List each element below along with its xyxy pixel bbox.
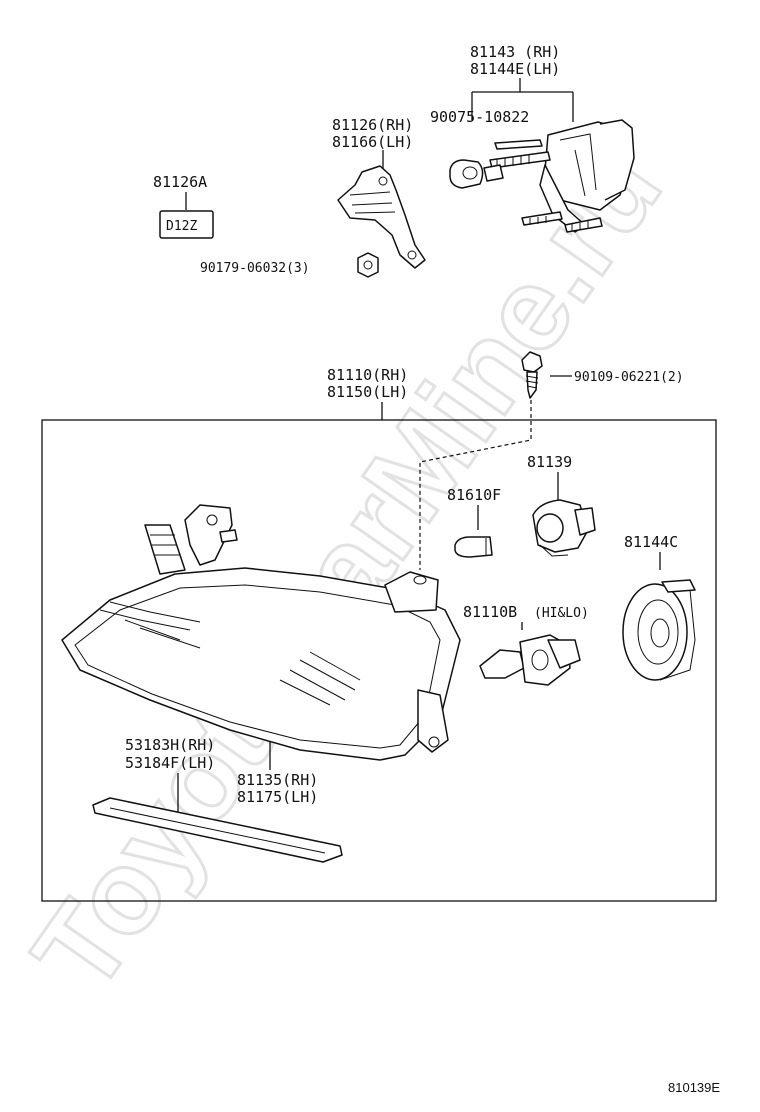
sticker xyxy=(159,210,214,239)
mount-screw: 90109-06221(2) xyxy=(419,351,684,570)
bracket-assembly: 81126(RH) 81166(LH) 90179-06032(3) xyxy=(200,116,426,278)
label-adjuster-screw: 90075-10822 xyxy=(430,108,529,126)
label-cover: 81144C xyxy=(624,533,678,551)
label-part-number: 81126A xyxy=(153,173,207,191)
label-bulb-small: 81610F xyxy=(447,486,501,504)
label-socket: 81139 xyxy=(527,453,572,471)
lens: 81135(RH) 81175(LH) xyxy=(237,742,318,806)
figure-reference: 810139E xyxy=(668,1080,720,1095)
label-lens-rh: 81135(RH) xyxy=(237,771,318,789)
label-adjuster-rh: 81143 (RH) xyxy=(470,43,560,61)
trim-strip: 53183H(RH) 53184F(LH) xyxy=(92,736,343,863)
label-part: 81126A D12Z xyxy=(153,173,214,239)
label-trim-lh: 53184F(LH) xyxy=(125,754,215,772)
assembly-frame xyxy=(41,419,717,902)
label-headlamp-rh: 81110(RH) xyxy=(327,366,408,384)
label-bracket-rh: 81126(RH) xyxy=(332,116,413,134)
label-headlamp-lh: 81150(LH) xyxy=(327,383,408,401)
label-bulb-main-number: 81110B xyxy=(463,603,517,621)
label-adjuster-lh: 81144E(LH) xyxy=(470,60,560,78)
sticker-text: D12Z xyxy=(166,219,197,234)
cover: 81144C xyxy=(622,533,696,681)
label-bulb-main-note: (HI&LO) xyxy=(534,606,589,621)
label-mount-screw: 90109-06221(2) xyxy=(574,370,684,385)
adjuster-assembly: 81143 (RH) 81144E(LH) 90075-10822 xyxy=(430,43,635,233)
headlamp-assembly: 81110(RH) 81150(LH) 90109-06221(2) xyxy=(41,351,717,902)
socket: 81139 xyxy=(527,453,596,557)
bulb-main: 81110B (HI&LO) xyxy=(463,603,589,686)
watermark: ToyotaCarMine.ru xyxy=(8,125,686,1015)
label-bracket-lh: 81166(LH) xyxy=(332,133,413,151)
label-trim-rh: 53183H(RH) xyxy=(125,736,215,754)
label-bracket-nut: 90179-06032(3) xyxy=(200,261,310,276)
bulb-small: 81610F xyxy=(447,486,501,558)
label-lens-lh: 81175(LH) xyxy=(237,788,318,806)
